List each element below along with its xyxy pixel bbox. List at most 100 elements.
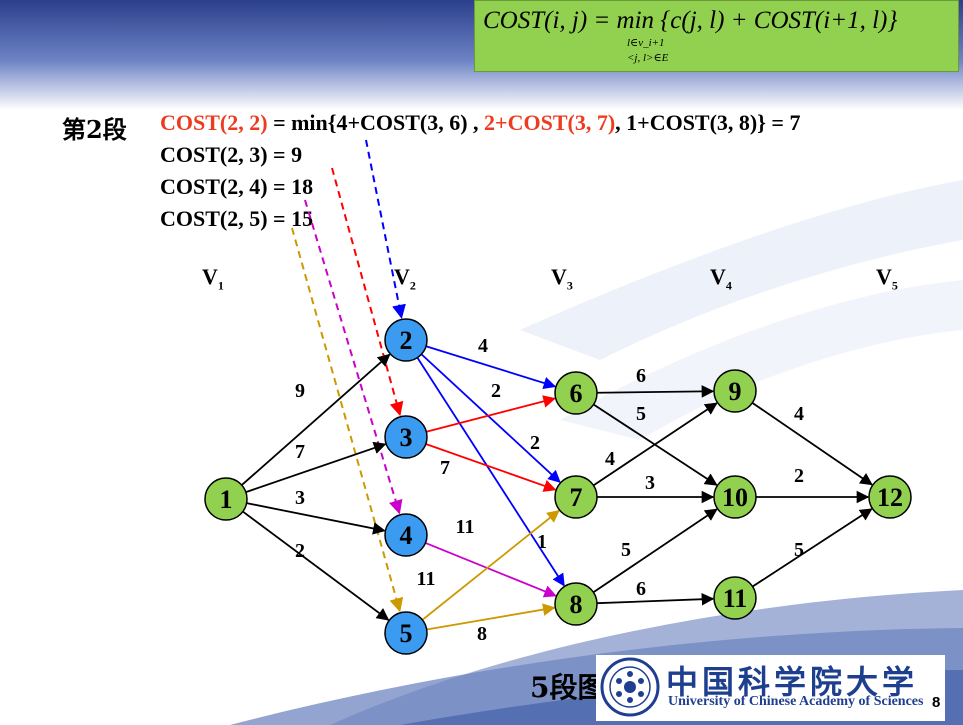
dashed-pointer-to-node-5 [291, 227, 404, 613]
node-7: 7 [554, 475, 598, 519]
node-label-12: 12 [877, 483, 903, 512]
stage-label-v4: V4 [710, 264, 732, 293]
edge-weight-5-7: 11 [417, 568, 436, 590]
edge-11-12 [752, 508, 873, 588]
edge-weight-2-6: 4 [478, 335, 488, 357]
node-12: 12 [868, 475, 912, 519]
edge-weight-1-3: 7 [295, 441, 305, 463]
node-label-9: 9 [729, 377, 742, 406]
node-label-1: 1 [220, 485, 233, 514]
node-9: 9 [713, 369, 757, 413]
node-label-3: 3 [400, 423, 413, 452]
node-circle-5 [384, 611, 428, 655]
logo-chinese-name: 中国科学院大学 [666, 663, 919, 701]
node-11: 11 [713, 576, 757, 620]
edge-weight-6-9: 6 [636, 365, 646, 387]
node-circle-12 [868, 475, 912, 519]
stage-label-v5: V5 [876, 264, 898, 293]
node-5: 5 [384, 611, 428, 655]
recurrence-formula: COST(i, j) = min {c(j, l) + COST(i+1, l)… [483, 7, 898, 34]
edge-weight-11-12: 5 [794, 539, 804, 561]
node-label-2: 2 [400, 326, 413, 355]
edge-weight-8-11: 6 [636, 578, 646, 600]
node-label-5: 5 [400, 619, 413, 648]
node-circle-10 [713, 475, 757, 519]
equation-cost-2-2-lhs: COST(2, 2) [160, 110, 268, 135]
formula-subscript-edge: <j, l>∈E [627, 52, 669, 64]
node-6: 6 [554, 371, 598, 415]
dashed-pointer-to-node-2 [365, 139, 406, 319]
node-2: 2 [384, 318, 428, 362]
edge-weight-4-8: 11 [456, 516, 475, 538]
dashed-pointer-to-node-3 [331, 167, 404, 417]
edge-weight-3-7: 7 [440, 457, 450, 479]
edge-5-8 [426, 603, 556, 631]
equation-cost-2-4: COST(2, 4) = 18 [160, 174, 314, 199]
university-seal-icon [600, 657, 660, 717]
edge-4-8 [425, 542, 557, 598]
dashed-pointer-to-node-4 [304, 199, 403, 515]
edge-weight-5-8: 8 [477, 623, 487, 645]
node-label-4: 4 [400, 521, 413, 550]
recurrence-formula-box: COST(i, j) = min {c(j, l) + COST(i+1, l)… [474, 0, 959, 72]
node-label-7: 7 [570, 483, 583, 512]
edge-2-7 [420, 353, 561, 483]
edge-1-4 [246, 502, 386, 535]
edge-weight-6-10: 5 [636, 403, 646, 425]
node-1: 1 [204, 477, 248, 521]
equation-cost-2-2-min: = min{4+COST(3, 6) , [267, 110, 485, 135]
edge-weight-1-2: 9 [295, 380, 305, 402]
edge-weight-2-7: 2 [530, 432, 540, 454]
edge-weight-3-6: 2 [491, 380, 501, 402]
node-10: 10 [713, 475, 757, 519]
node-circle-1 [204, 477, 248, 521]
stage-label-v1: V1 [202, 264, 224, 293]
edge-9-12 [751, 402, 873, 486]
node-circle-6 [554, 371, 598, 415]
equation-cost-2-2: COST(2, 2) = min{4+COST(3, 6) , 2+COST(3… [160, 110, 800, 136]
node-circle-3 [384, 415, 428, 459]
edge-8-10 [592, 508, 718, 594]
edge-2-8 [416, 357, 565, 587]
stage-label-v3: V3 [551, 264, 573, 293]
node-8: 8 [554, 582, 598, 626]
edge-weight-1-4: 3 [295, 487, 305, 509]
edge-8-11 [596, 592, 715, 606]
edge-weight-7-9: 4 [605, 448, 615, 470]
edge-weight-10-12: 2 [794, 465, 804, 487]
node-circle-8 [554, 582, 598, 626]
diagram-caption: 5段图 [530, 671, 606, 704]
edge-1-3 [245, 441, 387, 494]
node-label-10: 10 [722, 483, 748, 512]
equation-cost-2-2-rest: , 1+COST(3, 8)} = 7 [615, 110, 801, 135]
edge-weight-8-10: 5 [621, 539, 631, 561]
page-number: 8 [932, 694, 941, 711]
edge-3-7 [425, 443, 557, 492]
logo-english-name: University of Chinese Academy of Science… [668, 694, 924, 709]
node-label-11: 11 [723, 584, 748, 613]
node-circle-9 [713, 369, 757, 413]
edge-6-9 [596, 385, 715, 398]
node-label-6: 6 [570, 379, 583, 408]
stage-label-v2: V2 [394, 264, 416, 293]
edge-weight-1-5: 2 [295, 540, 305, 562]
edge-2-6 [425, 345, 557, 390]
stage-label: 第2段 [62, 115, 127, 144]
edge-5-7 [421, 509, 560, 621]
edge-1-5 [242, 510, 390, 621]
edge-weight-7-10: 3 [645, 472, 655, 494]
node-circle-11 [713, 576, 757, 620]
edge-3-6 [426, 395, 556, 433]
edge-7-9 [592, 402, 718, 487]
edge-weight-9-12: 4 [794, 403, 804, 425]
node-label-8: 8 [570, 590, 583, 619]
node-4: 4 [384, 513, 428, 557]
node-circle-4 [384, 513, 428, 557]
node-circle-2 [384, 318, 428, 362]
university-logo: 中国科学院大学 University of Chinese Academy of… [596, 655, 945, 721]
formula-subscript-range: l∈v_i+1 [627, 37, 665, 49]
equation-cost-2-2-chosen-term: 2+COST(3, 7) [484, 110, 616, 135]
equation-cost-2-3: COST(2, 3) = 9 [160, 142, 303, 167]
